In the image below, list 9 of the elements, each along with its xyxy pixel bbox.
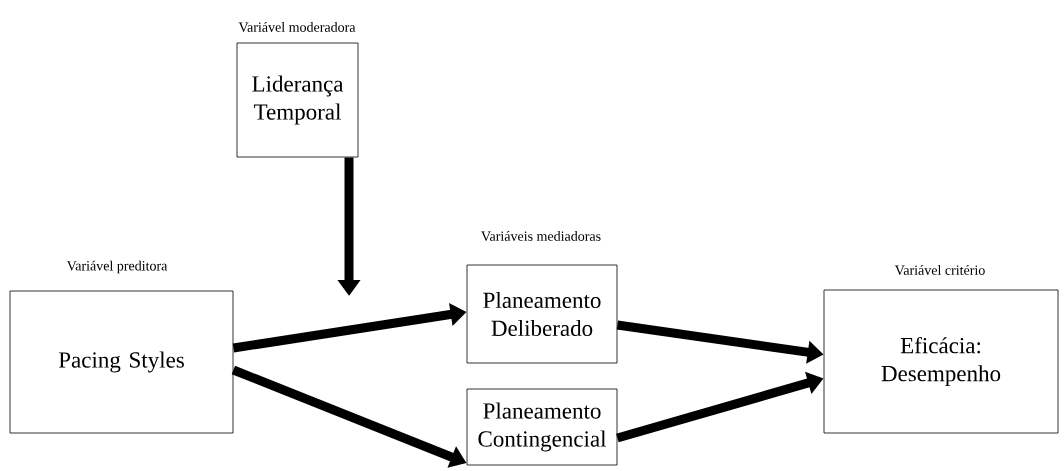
text-box: Eficácia: Desempenho	[823, 289, 1059, 434]
variable-label: Variável moderadora	[238, 22, 356, 32]
text-box: Planeamento Deliberado	[466, 264, 618, 364]
variable-label: Variável critério	[894, 265, 985, 275]
variable-label: Variáveis mediadoras	[481, 231, 601, 241]
text-box: Liderança Temporal	[236, 42, 359, 158]
variable-label: Variável preditora	[66, 260, 168, 274]
text-box: Pacing Styles	[9, 290, 234, 434]
text-box: Planeamento Contingencial	[466, 388, 618, 466]
